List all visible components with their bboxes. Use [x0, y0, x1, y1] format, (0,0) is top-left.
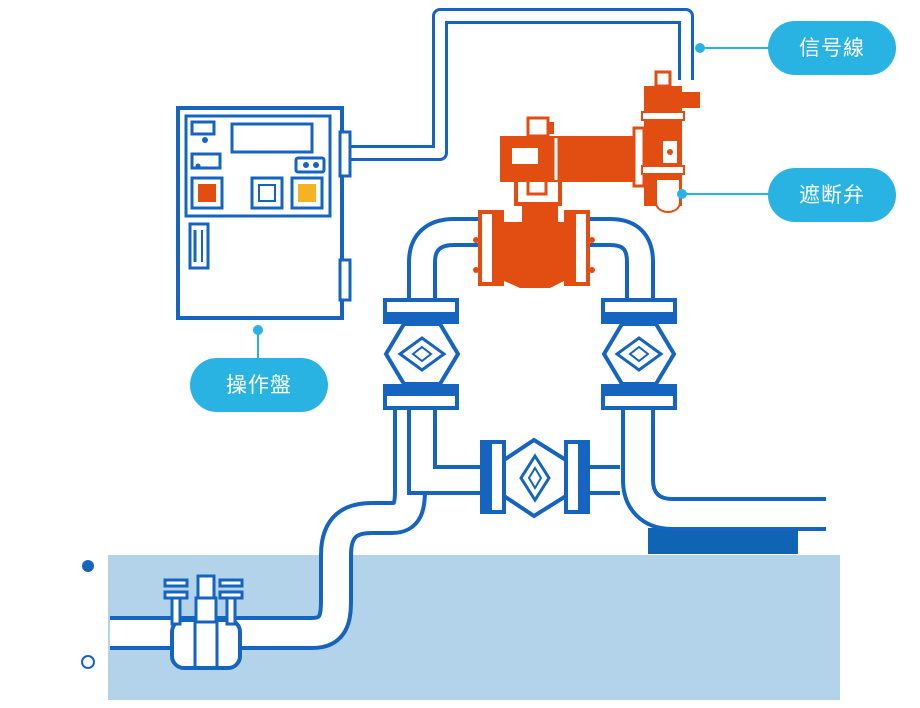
callout-control-panel: 操作盤	[190, 358, 328, 412]
control-panel	[176, 106, 352, 320]
shutoff-valve-assembly	[473, 70, 700, 288]
underground-pipe	[110, 410, 427, 650]
level-dot-filled	[82, 560, 94, 572]
underground-gate-valve	[163, 574, 244, 670]
callout-leaders	[253, 43, 770, 358]
callout-shutoff-valve: 遮断弁	[768, 168, 896, 222]
bypass-gate-valve	[480, 437, 590, 519]
right-strainer-valve	[601, 298, 677, 410]
callout-signal-line: 信号線	[768, 21, 896, 75]
concrete-slab	[648, 528, 798, 554]
signal-line-wire	[344, 8, 694, 161]
level-dot-hollow	[81, 655, 95, 669]
left-strainer-valve	[383, 298, 461, 410]
bypass-loop-pipes	[407, 217, 826, 531]
